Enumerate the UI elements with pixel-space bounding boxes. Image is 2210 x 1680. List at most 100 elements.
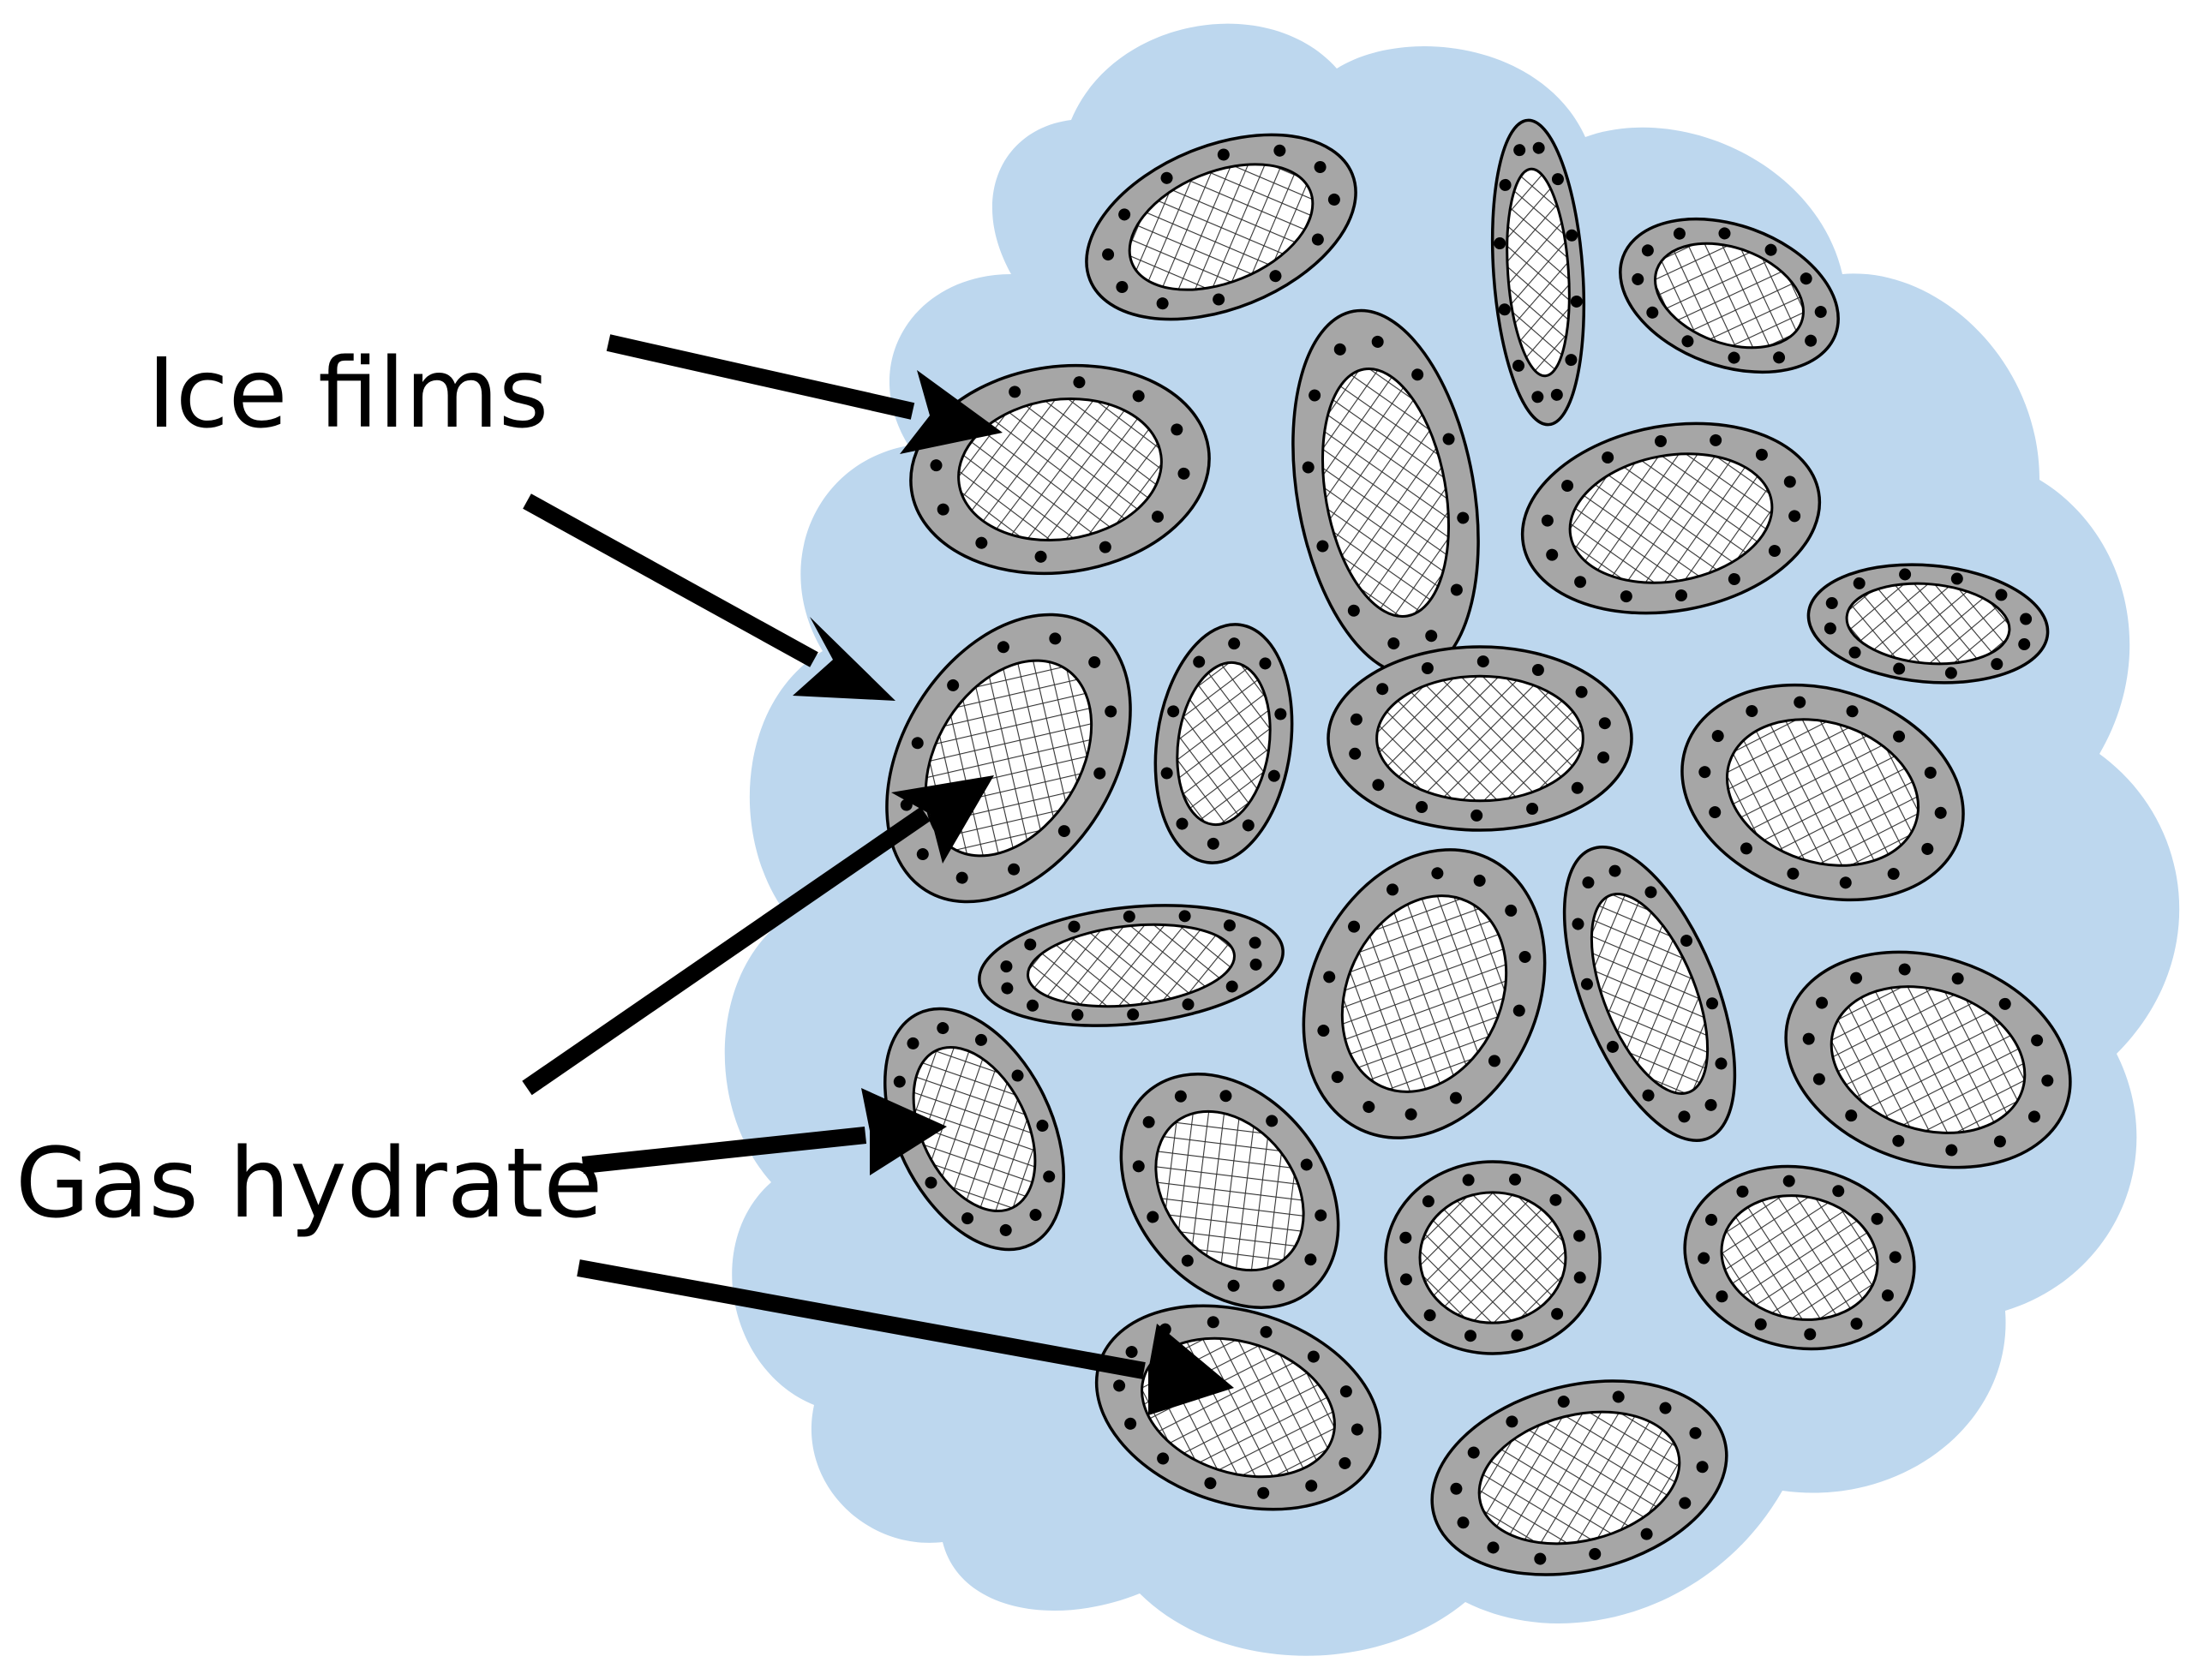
- shell-dot: [1399, 1273, 1412, 1286]
- shell-dot: [1736, 1185, 1749, 1198]
- shell-dot: [1260, 1325, 1273, 1338]
- shell-dot: [1174, 1090, 1187, 1103]
- shell-dot: [1093, 767, 1106, 780]
- shell-dot: [1249, 936, 1261, 949]
- shell-dot: [1376, 683, 1389, 696]
- shell-dot: [1207, 837, 1219, 850]
- shell-dot: [1550, 388, 1563, 401]
- shell-dot: [1612, 1390, 1625, 1403]
- shell-dot: [1728, 572, 1740, 585]
- gas-hydrate-core: [957, 398, 1163, 541]
- shell-dot: [1783, 475, 1796, 488]
- arrow-ice-films-lower-head: [793, 617, 895, 701]
- shell-dot: [1512, 1004, 1525, 1017]
- shell-dot: [1718, 227, 1731, 240]
- shell-dot: [1557, 1396, 1570, 1408]
- shell-dot: [1425, 630, 1438, 643]
- shell-dot: [1116, 280, 1129, 293]
- shell-dot: [1678, 1110, 1691, 1123]
- shell-dot: [1871, 1212, 1884, 1225]
- gas-hydrate-label: Gas hydrate: [15, 1128, 602, 1240]
- gas-hydrate-core: [912, 1045, 1037, 1213]
- shell-dot: [1574, 576, 1587, 589]
- shell-dot: [1711, 730, 1724, 743]
- shell-dot: [1300, 1158, 1313, 1171]
- shell-dot: [1404, 1108, 1417, 1121]
- ice-films-label: Ice films: [147, 338, 548, 450]
- shell-dot: [1476, 655, 1489, 668]
- shell-dot: [1157, 1452, 1170, 1465]
- shell-dot: [1442, 433, 1455, 445]
- shell-dot: [1151, 511, 1164, 523]
- shell-dot: [1850, 1318, 1863, 1330]
- shell-dot: [1499, 178, 1512, 191]
- callout-arrows: [522, 334, 1234, 1415]
- shell-dot: [1242, 819, 1255, 832]
- shell-dot: [1274, 708, 1287, 720]
- shell-dot: [1644, 886, 1657, 899]
- shell-dot: [1679, 1497, 1692, 1510]
- shell-dot: [1073, 376, 1086, 389]
- shell-dot: [1561, 480, 1574, 493]
- ice-coated-particle: [1562, 845, 1737, 1143]
- shell-dot: [1511, 1329, 1524, 1342]
- shell-dot: [1512, 359, 1525, 372]
- shell-dot: [1068, 920, 1081, 933]
- shell-dot: [1348, 920, 1361, 933]
- shell-dot: [1470, 809, 1483, 822]
- shell-dot: [1566, 229, 1578, 242]
- shell-dot: [955, 871, 968, 884]
- shell-dot: [1881, 1289, 1894, 1302]
- shell-dot: [1372, 779, 1385, 792]
- shell-dot: [1462, 1174, 1475, 1187]
- shell-dot: [1449, 1091, 1462, 1104]
- shell-dot: [930, 459, 943, 472]
- shell-dot: [1506, 1415, 1518, 1428]
- arrow-gas-hydrate-upper-head: [891, 775, 994, 864]
- shell-dot: [1606, 1040, 1619, 1053]
- shell-dot: [1534, 1552, 1547, 1565]
- shell-dot: [1824, 622, 1836, 635]
- shell-dot: [1812, 1073, 1825, 1085]
- shell-dot: [1011, 1069, 1024, 1082]
- shell-dot: [1105, 705, 1117, 718]
- gas-hydrate-core: [1154, 1109, 1305, 1272]
- shell-dot: [1450, 1482, 1463, 1495]
- shell-dot: [1029, 1209, 1042, 1222]
- shell-dot: [1551, 1307, 1564, 1320]
- shell-dot: [1118, 208, 1131, 221]
- shell-dot: [1124, 1417, 1137, 1430]
- shell-dot: [1177, 467, 1190, 480]
- shell-dot: [1339, 1385, 1352, 1398]
- shell-dot: [1219, 1090, 1232, 1103]
- shell-dot: [1740, 842, 1752, 855]
- shell-dot: [1102, 248, 1115, 261]
- shell-dot: [1473, 874, 1486, 887]
- shell-dot: [1641, 244, 1654, 257]
- shell-dot: [1498, 303, 1511, 316]
- shell-dot: [1450, 583, 1463, 596]
- shell-dot: [1620, 590, 1632, 603]
- shell-dot: [1518, 950, 1531, 963]
- shell-dot: [1531, 664, 1544, 676]
- shell-dot: [1464, 1330, 1476, 1342]
- gas-hydrate-core: [1568, 452, 1774, 584]
- shell-dot: [1546, 548, 1559, 561]
- shell-dot: [1898, 963, 1911, 976]
- shell-dot: [1207, 1316, 1219, 1329]
- shell-dot: [1307, 1350, 1320, 1363]
- shell-dot: [1088, 655, 1101, 668]
- shell-dot: [1034, 550, 1047, 563]
- shell-dot: [1839, 876, 1852, 889]
- shell-dot: [1269, 270, 1282, 283]
- shell-dot: [1571, 781, 1584, 794]
- arrow-gas-hydrate-upper-shaft: [522, 806, 931, 1096]
- shell-dot: [1339, 1456, 1351, 1469]
- shell-dot: [1249, 958, 1262, 971]
- shell-dot: [1024, 938, 1037, 951]
- shell-dot: [937, 503, 949, 516]
- shell-dot: [1008, 863, 1021, 876]
- shell-dot: [1160, 767, 1173, 780]
- shell-dot: [1147, 1211, 1159, 1223]
